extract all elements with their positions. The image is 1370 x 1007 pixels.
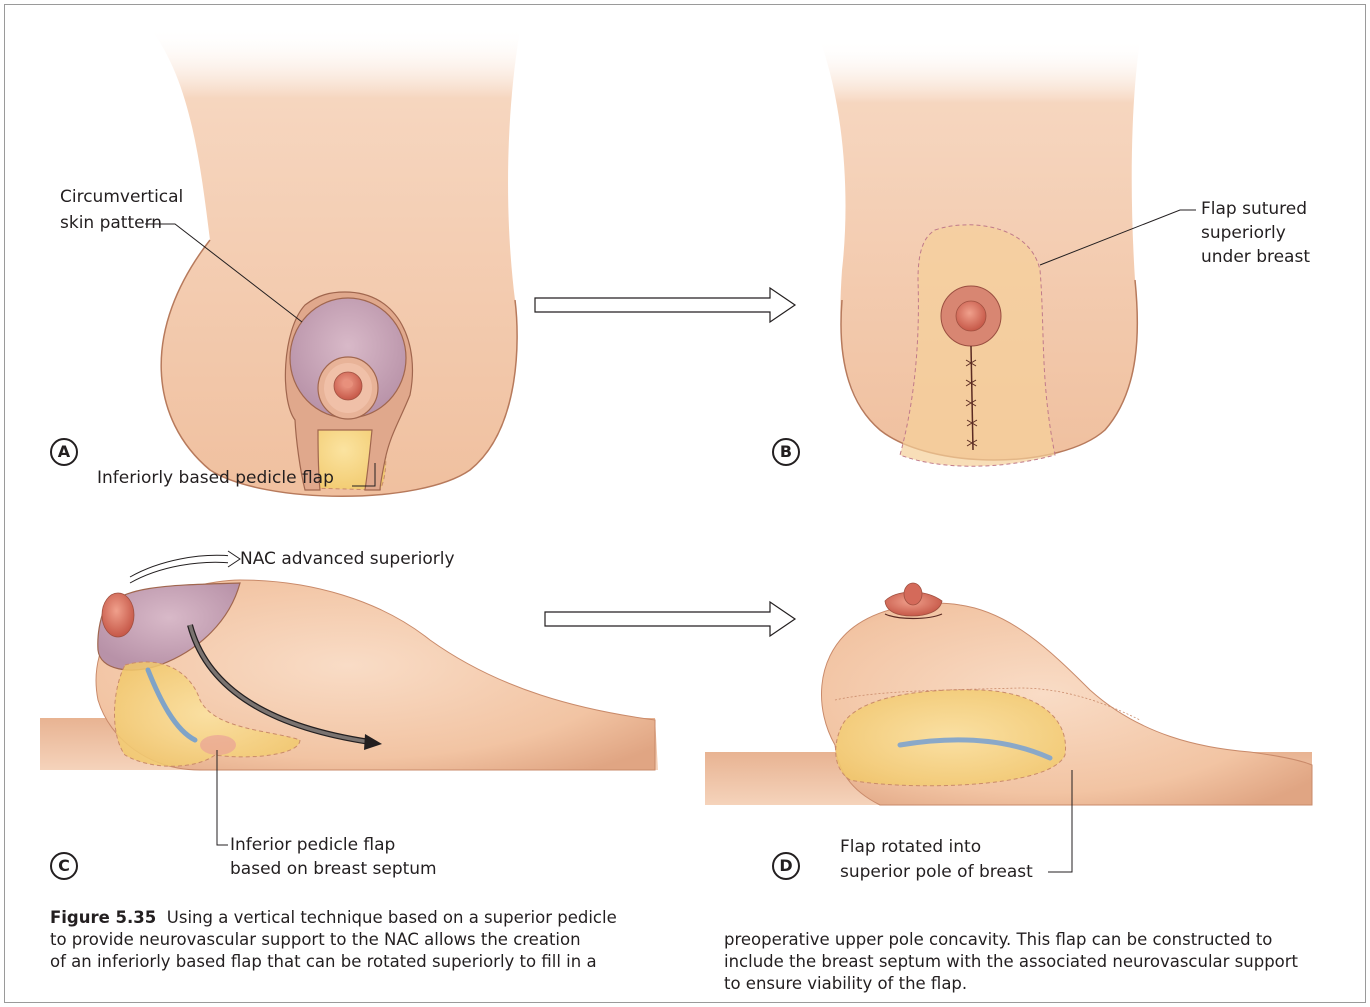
figure-number: Figure 5.35 bbox=[50, 908, 156, 927]
nipple-c bbox=[102, 593, 134, 637]
label-rotated-line-1: Flap rotated into bbox=[840, 836, 981, 858]
caption-left-line-3: of an inferiorly based flap that can be … bbox=[50, 951, 690, 973]
label-flap-sutured-line-1: Flap sutured bbox=[1201, 198, 1307, 220]
nipple-b bbox=[956, 301, 986, 331]
panel-b-drawing bbox=[820, 40, 1196, 466]
panel-letter-a: A bbox=[50, 438, 78, 466]
label-rotated-line-2: superior pole of breast bbox=[840, 861, 1033, 883]
label-pedicle-line-2: based on breast septum bbox=[230, 858, 437, 880]
caption-left-line-2: to provide neurovascular support to the … bbox=[50, 929, 690, 951]
label-nac-advanced: NAC advanced superiorly bbox=[240, 548, 455, 570]
panel-letter-d: D bbox=[772, 852, 800, 880]
arrow-right-icon bbox=[545, 602, 795, 636]
label-pedicle-line-1: Inferior pedicle flap bbox=[230, 834, 395, 856]
caption-right-line-2: include the breast septum with the assoc… bbox=[724, 951, 1344, 973]
curved-arrow-icon bbox=[130, 551, 240, 583]
label-flap-sutured-line-2: superiorly bbox=[1201, 222, 1286, 244]
label-flap-sutured-line-3: under breast bbox=[1201, 246, 1310, 268]
label-pattern-line-2: skin pattern bbox=[60, 212, 162, 234]
label-inferior-pedicle: Inferiorly based pedicle flap bbox=[97, 467, 334, 489]
caption-right: preoperative upper pole concavity. This … bbox=[724, 929, 1344, 995]
caption-right-line-1: preoperative upper pole concavity. This … bbox=[724, 929, 1344, 951]
nipple-d bbox=[904, 583, 922, 605]
arrow-right-icon bbox=[535, 288, 795, 322]
panel-letter-c: C bbox=[50, 852, 78, 880]
panel-d-drawing bbox=[705, 583, 1312, 872]
panel-a-drawing bbox=[145, 28, 520, 496]
caption-right-line-3: to ensure viability of the flap. bbox=[724, 973, 1344, 995]
label-pattern-line-1: Circumvertical bbox=[60, 186, 183, 208]
panel-c-drawing bbox=[40, 551, 658, 845]
caption-left-line-1: Using a vertical technique based on a su… bbox=[167, 908, 617, 927]
caption-left: Figure 5.35 Using a vertical technique b… bbox=[50, 907, 690, 973]
panel-letter-b: B bbox=[772, 438, 800, 466]
